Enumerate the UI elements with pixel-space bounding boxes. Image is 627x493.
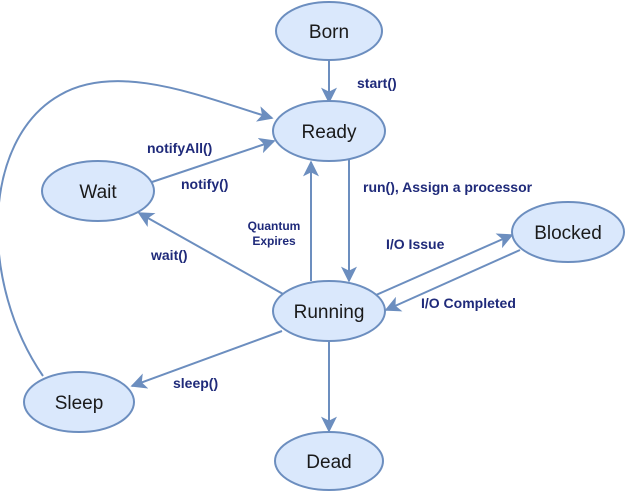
wait-label: Wait — [79, 182, 117, 203]
label-notify: notify() — [181, 176, 228, 192]
edge-labels: start() notifyAll() notify() run(), Assi… — [147, 75, 533, 391]
edge-wait-to-ready — [151, 138, 276, 183]
node-blocked: Blocked — [511, 201, 625, 263]
node-wait: Wait — [41, 160, 155, 222]
label-notify-all: notifyAll() — [147, 140, 212, 156]
born-label: Born — [309, 22, 349, 43]
sleep-label: Sleep — [55, 393, 104, 414]
label-io-completed: I/O Completed — [421, 295, 516, 311]
node-running: Running — [272, 280, 386, 342]
node-ready: Ready — [272, 100, 386, 162]
running-label: Running — [294, 302, 365, 323]
label-io-issue: I/O Issue — [386, 236, 445, 252]
edge-running-to-sleep — [130, 330, 283, 389]
ready-label: Ready — [302, 122, 357, 143]
wait-shape — [41, 160, 155, 222]
edge-sleep-to-ready — [0, 80, 274, 377]
edges — [0, 60, 521, 433]
blocked-shape — [511, 201, 625, 263]
sleep-shape — [23, 371, 135, 433]
node-sleep: Sleep — [23, 371, 135, 433]
label-wait: wait() — [150, 247, 188, 263]
running-shape — [272, 280, 386, 342]
dead-shape — [274, 431, 384, 491]
node-dead: Dead — [274, 431, 384, 491]
label-run: run(), Assign a processor — [363, 179, 533, 195]
label-start: start() — [357, 75, 397, 91]
label-quantum-line2: Expires — [252, 234, 296, 248]
label-sleep: sleep() — [173, 375, 218, 391]
edge-blocked-to-running — [384, 249, 521, 312]
edge-running-to-blocked — [375, 233, 514, 296]
ready-shape — [272, 100, 386, 162]
node-born: Born — [275, 1, 383, 61]
edge-running-to-wait — [137, 212, 284, 295]
label-quantum-line1: Quantum — [248, 219, 301, 233]
dead-label: Dead — [306, 452, 351, 473]
blocked-label: Blocked — [534, 223, 602, 244]
born-shape — [275, 1, 383, 61]
